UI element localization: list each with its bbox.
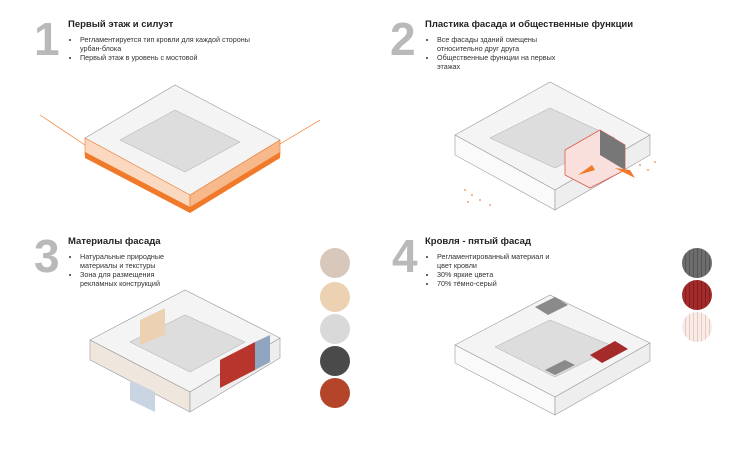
- panel-3-bullets: Натуральные природные материалы и тексту…: [68, 252, 180, 288]
- building-diagram-materials: [89, 289, 281, 413]
- swatch-red-brick: [320, 378, 350, 408]
- panel-2-bullets: Все фасады зданий смещены относительно д…: [425, 35, 577, 71]
- swatch-light-grey: [320, 314, 350, 344]
- panel-3-number: 3: [34, 230, 60, 282]
- swatch-sand: [320, 282, 350, 312]
- bullet: 30% яркие цвета: [437, 270, 557, 279]
- swatch-roof-grey: [682, 248, 712, 278]
- bullet: Все фасады зданий смещены относительно д…: [437, 35, 577, 53]
- building-diagram-ground-floor: [40, 84, 320, 213]
- bullet: Первый этаж в уровень с мостовой: [80, 53, 250, 62]
- swatch-stone-beige: [320, 248, 350, 278]
- bullet: Натуральные природные материалы и тексту…: [80, 252, 180, 270]
- swatch-roof-light: [682, 312, 712, 342]
- building-diagram-facade: [454, 81, 656, 211]
- panel-3-title: Материалы фасада: [68, 236, 161, 247]
- panel-4-title: Кровля - пятый фасад: [425, 236, 531, 247]
- panel-2-number: 2: [390, 13, 416, 65]
- panel-1-number: 1: [34, 13, 60, 65]
- bullet: Зона для размещения рекламных конструкци…: [80, 270, 180, 288]
- swatch-dark-grey: [320, 346, 350, 376]
- building-diagram-roof: [454, 294, 651, 416]
- panel-2-title: Пластика фасада и общественные функции: [425, 19, 634, 30]
- bullet: Общественные функции на первых этажах: [437, 53, 577, 71]
- panel-4-bullets: Регламентированный материал и цвет кровл…: [425, 252, 557, 288]
- swatch-roof-red: [682, 280, 712, 310]
- bullet: 70% тёмно-серый: [437, 279, 557, 288]
- bullet: Регламентированный материал и цвет кровл…: [437, 252, 557, 270]
- panel-1-bullets: Регламентируется тип кровли для каждой с…: [68, 35, 250, 62]
- bullet: Регламентируется тип кровли для каждой с…: [80, 35, 250, 53]
- panel-1-title: Первый этаж и силуэт: [68, 19, 174, 30]
- panel-4-number: 4: [392, 230, 418, 282]
